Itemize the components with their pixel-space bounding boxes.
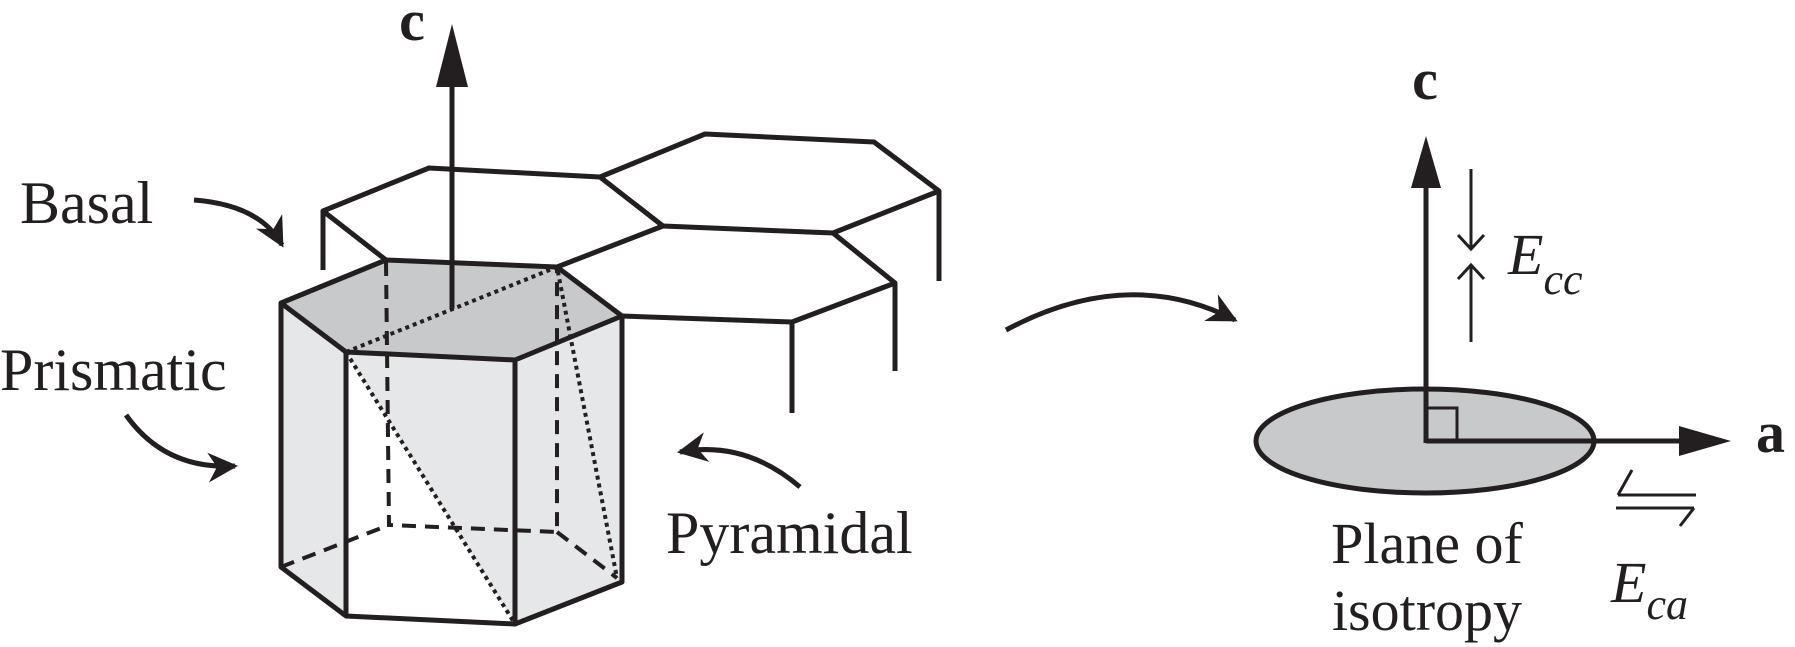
plane-label-line1: Plane of <box>1331 511 1523 576</box>
c-axis-label: c <box>399 0 425 53</box>
c-axis-left: c <box>399 0 468 309</box>
transition-arrow-icon <box>1004 292 1238 333</box>
pyramidal-arrow-icon <box>677 432 802 489</box>
hexagonal-lattice <box>320 131 942 413</box>
eca-harpoons-icon <box>1616 469 1696 527</box>
eca-label: Eca <box>1610 550 1688 629</box>
prismatic-arrow-icon <box>123 413 238 483</box>
pyramidal-label: Pyramidal <box>666 500 913 566</box>
isotropy-schematic: c a Ecc Eca Plane of isotropy <box>1253 47 1785 643</box>
prismatic-label: Prismatic <box>0 337 227 403</box>
basal-label: Basal <box>20 170 153 236</box>
ecc-label: Ecc <box>1507 222 1583 304</box>
plane-label-line2: isotropy <box>1332 578 1522 643</box>
a-axis-label: a <box>1756 400 1785 465</box>
ecc-arrows-icon <box>1456 169 1486 342</box>
c-axis-label-right: c <box>1412 47 1438 112</box>
hexagonal-prism <box>278 257 625 627</box>
basal-arrow-icon <box>193 197 285 248</box>
